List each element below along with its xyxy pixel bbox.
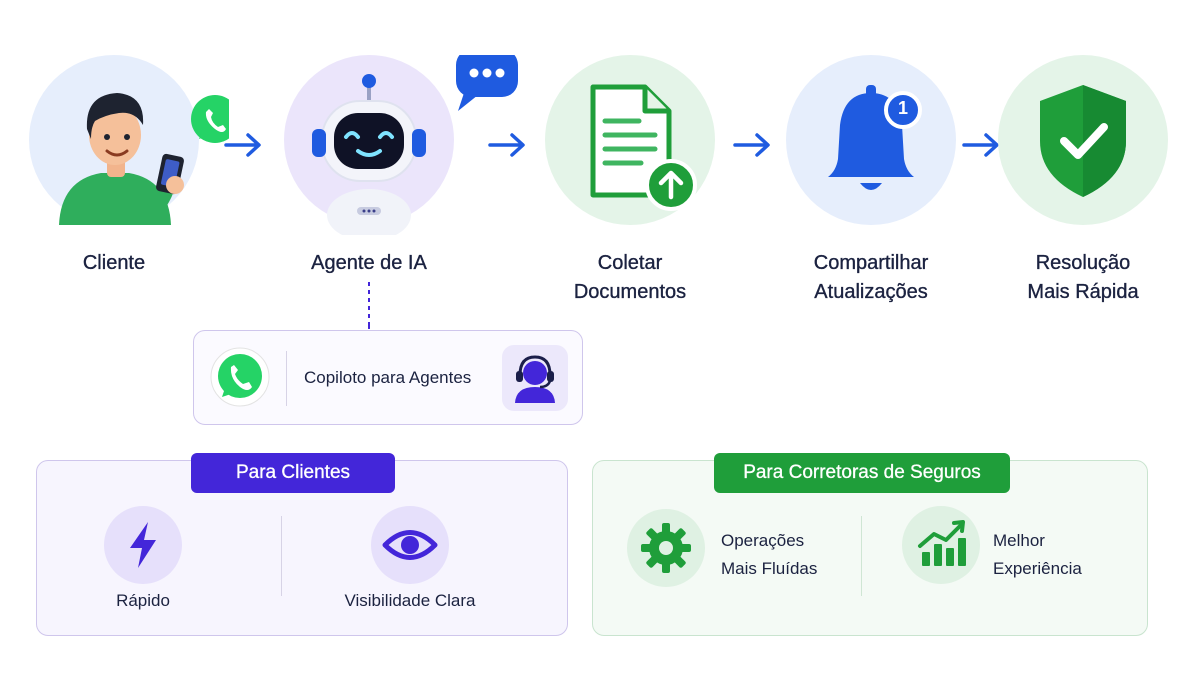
step-resolucao-circle: [998, 55, 1168, 225]
step-cliente: Cliente: [4, 55, 229, 278]
panel-para-clientes-title: Para Clientes: [191, 453, 395, 493]
arrow-right-icon: [488, 133, 525, 157]
feature-rapido-label: Rápido: [116, 591, 170, 610]
step-resolucao-label: Resolução Mais Rápida: [1027, 252, 1139, 303]
shield-check-icon: [1040, 85, 1126, 197]
step-resolucao-rapida: Resolução Mais Rápida: [973, 55, 1193, 307]
copilot-divider: [286, 351, 287, 406]
step-coletar-documentos-circle: [545, 55, 715, 225]
document-upload-icon: [590, 84, 697, 211]
eye-icon: [371, 506, 449, 584]
step-compartilhar-label: Compartilhar Atualizações: [813, 252, 929, 303]
step-compartilhar-atualizacoes: 1 Compartilhar Atualizações: [761, 55, 981, 307]
step-coletar-documentos: Coletar Documentos: [520, 55, 740, 307]
panel-para-corretoras: Para Corretoras de Seguros Operações Mai…: [592, 453, 1148, 636]
user-phone-icon: [59, 93, 229, 225]
step-cliente-label: Cliente: [82, 252, 146, 274]
panel-para-corretoras-title: Para Corretoras de Seguros: [714, 453, 1010, 493]
arrow-right-icon: [224, 133, 261, 157]
notification-badge: 1: [897, 98, 908, 118]
step-agente-ia: Agente de IA: [259, 55, 518, 278]
step-coletar-documentos-label: Coletar Documentos: [573, 252, 687, 303]
step-agente-ia-label: Agente de IA: [311, 252, 427, 274]
lightning-icon: [104, 506, 182, 584]
feature-operacoes-label: Operações Mais Fluídas: [721, 531, 818, 578]
growth-chart-icon: [902, 506, 980, 584]
panel-divider: [861, 516, 862, 596]
headset-agent-icon: [502, 345, 568, 411]
copilot-label: Copiloto para Agentes: [304, 368, 472, 387]
bell-icon: [828, 85, 922, 190]
panel-divider: [281, 516, 282, 596]
copilot-card: Copiloto para Agentes: [193, 330, 583, 425]
gear-icon: [627, 509, 705, 587]
step-cliente-circle: [29, 55, 229, 225]
step-compartilhar-circle: 1: [786, 55, 956, 225]
step-agente-ia-circle: [284, 55, 518, 235]
whatsapp-icon: [210, 347, 270, 407]
feature-experiencia-label: Melhor Experiência: [993, 531, 1082, 578]
arrow-right-icon: [962, 133, 999, 157]
panel-para-clientes: Para Clientes Rápido Visibilidade Clara: [36, 453, 568, 636]
arrow-right-icon: [733, 133, 770, 157]
feature-visibilidade-label: Visibilidade Clara: [344, 591, 476, 610]
robot-icon: [312, 55, 518, 235]
dashed-connector: [368, 282, 370, 329]
